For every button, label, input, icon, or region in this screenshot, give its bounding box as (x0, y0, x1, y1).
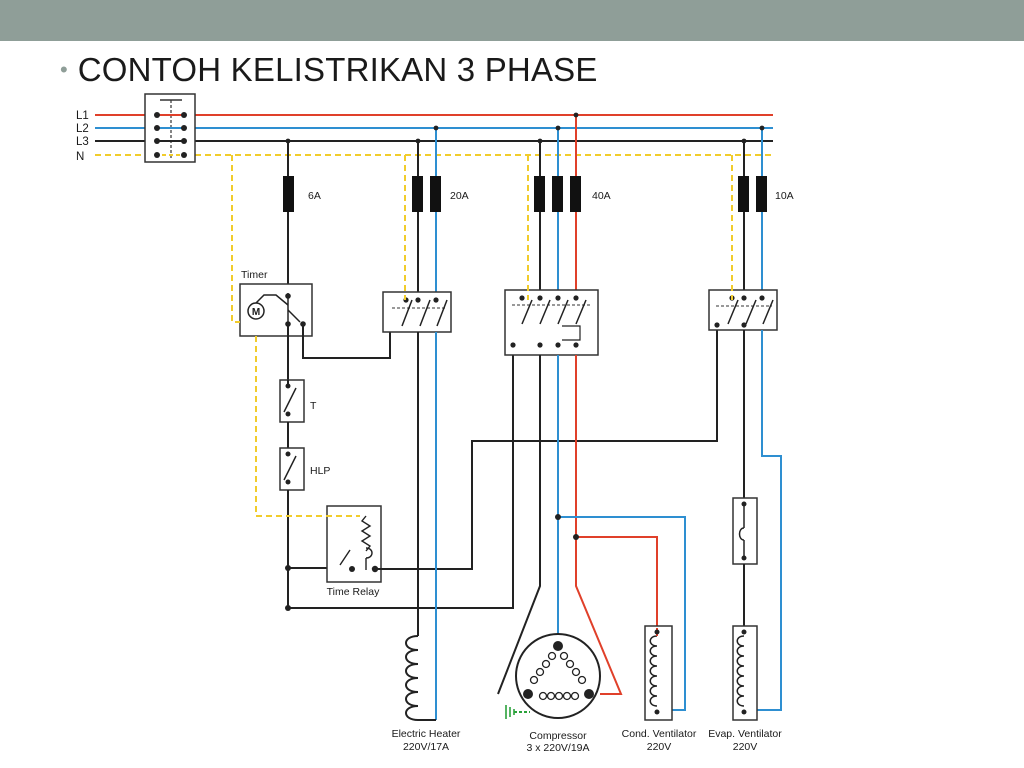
fuse-6a (283, 176, 294, 212)
title-text: CONTOH KELISTRIKAN 3 PHASE (77, 51, 598, 88)
phase-label-n: N (76, 151, 84, 163)
fuse-label-6a: 6A (308, 190, 321, 202)
title-bullet: • (60, 57, 68, 82)
evap-fan-name: Evap. Ventilator (708, 728, 782, 740)
cond-fan-rating: 220V (647, 741, 672, 753)
heater-rating: 220V/17A (403, 741, 449, 753)
fuse-20a-2 (430, 176, 441, 212)
heater-circuit (382, 128, 452, 721)
compressor-name: Compressor (529, 730, 587, 742)
phase-label-l1: L1 (76, 110, 89, 122)
condenser-fan (644, 625, 673, 721)
fuse-label-10a: 10A (775, 190, 794, 202)
heater-name: Electric Heater (392, 728, 461, 740)
fuse-10a-1 (738, 176, 749, 212)
fuses (283, 176, 767, 212)
compressor-circuit (497, 115, 686, 719)
slide-title: • CONTOH KELISTRIKAN 3 PHASE (60, 48, 598, 92)
fuse-label-20a: 20A (450, 190, 469, 202)
fuse-20a-1 (412, 176, 423, 212)
motor-label: M (252, 307, 260, 318)
timer-label: Timer (241, 269, 268, 281)
fuse-10a-2 (756, 176, 767, 212)
main-switch (144, 93, 196, 163)
cond-fan-name: Cond. Ventilator (622, 728, 697, 740)
compressor-rating: 3 x 220V/19A (526, 742, 589, 754)
top-bar (0, 0, 1024, 41)
time-relay-label: Time Relay (327, 586, 380, 598)
fuse-40a-3 (570, 176, 581, 212)
control-circuit (239, 141, 718, 611)
fuse-label-40a: 40A (592, 190, 611, 202)
fuse-40a-2 (552, 176, 563, 212)
evap-fan-rating: 220V (733, 741, 758, 753)
hlp-label: HLP (310, 465, 330, 477)
evap-circuit (708, 128, 782, 721)
phase-label-l3: L3 (76, 136, 89, 148)
fuse-40a-1 (534, 176, 545, 212)
phase-label-l2: L2 (76, 123, 89, 135)
neutral-wiring (231, 155, 733, 517)
thermostat-label: T (310, 400, 317, 412)
